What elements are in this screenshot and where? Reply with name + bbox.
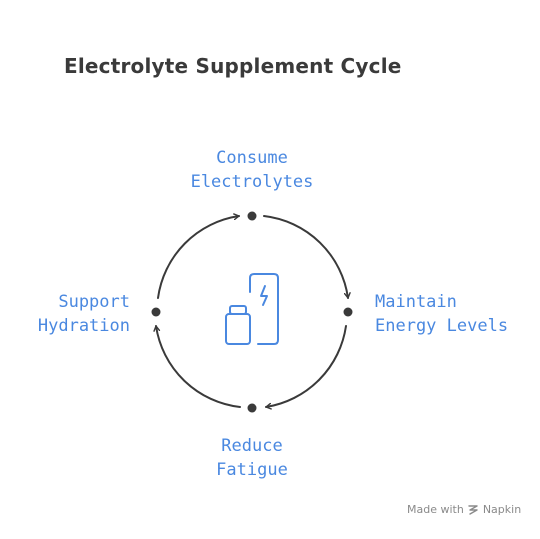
node-label-line: Energy Levels bbox=[375, 316, 509, 336]
napkin-logo-icon bbox=[468, 505, 478, 515]
node-label-maintain-energy-levels: Maintain Energy Levels bbox=[375, 290, 508, 338]
node-label-line: Fatigue bbox=[216, 460, 288, 480]
node-label-consume-electrolytes: Consume Electrolytes bbox=[160, 146, 344, 194]
node-label-line: Support bbox=[58, 292, 130, 312]
arrow-bottom-to-left bbox=[153, 325, 241, 408]
node-dot-right bbox=[343, 307, 353, 317]
node-label-line: Maintain bbox=[375, 292, 457, 312]
watermark-brand: Napkin bbox=[482, 503, 522, 516]
node-label-line: Consume bbox=[216, 148, 288, 168]
node-label-line: Electrolytes bbox=[190, 172, 314, 192]
node-dot-bottom bbox=[247, 403, 257, 413]
watermark-prefix: Made with bbox=[407, 503, 464, 516]
arrow-right-to-bottom bbox=[265, 325, 347, 410]
node-label-line: Reduce bbox=[221, 436, 283, 456]
node-dot-top bbox=[247, 211, 257, 221]
node-label-line: Hydration bbox=[37, 316, 130, 336]
node-dot-left bbox=[151, 307, 161, 317]
node-label-support-hydration: Support Hydration bbox=[38, 290, 130, 338]
made-with-napkin-watermark[interactable]: Made with Napkin bbox=[407, 503, 521, 516]
electrolyte-bottles-icon bbox=[225, 273, 279, 345]
arrow-left-to-top bbox=[157, 213, 240, 299]
node-label-reduce-fatigue: Reduce Fatigue bbox=[160, 434, 344, 482]
diagram-title: Electrolyte Supplement Cycle bbox=[64, 54, 402, 78]
arrow-top-to-right bbox=[263, 215, 351, 299]
